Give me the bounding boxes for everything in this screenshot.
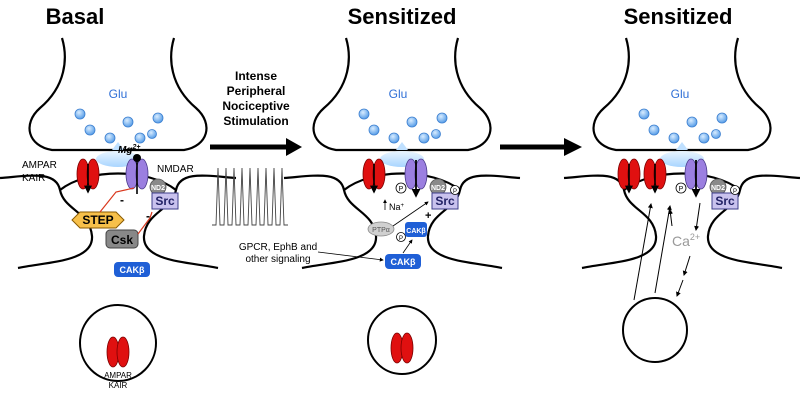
- src-kinase: [151, 192, 179, 210]
- insertion-arrow-2: [654, 205, 672, 294]
- csk-inhibition-line: [137, 211, 153, 235]
- src-phospho-site: [730, 185, 740, 195]
- glu-label: Glu: [671, 87, 690, 101]
- calcium-influx-arrow-1: [694, 202, 701, 231]
- arrow-text-line-4: Stimulation: [223, 114, 288, 128]
- panel-basal: Glu ND2 Src AMPAR KAIR Mg2+ NMDAR STEP C…: [0, 36, 238, 390]
- kair-label: KAIR: [22, 173, 45, 184]
- arrow-text-line-1: Intense: [235, 69, 277, 83]
- step-phosphatase: [71, 211, 125, 229]
- src-phospho-label: P: [733, 189, 737, 195]
- plus-sign: +: [425, 210, 431, 222]
- arrow-text-line-2: Peripheral: [227, 84, 286, 98]
- phospho-label: P: [679, 186, 684, 193]
- panel-sensitized-1: Glu P ND2 Src P Na+ PTPα P CAKβ + CAKβ G…: [239, 36, 522, 375]
- cakb-phospho-site: [396, 232, 406, 242]
- src-kinase: [711, 192, 739, 210]
- phospho-site: [395, 182, 407, 194]
- action-potential-train: [212, 167, 288, 226]
- src-label: Src: [715, 194, 735, 208]
- panel-title-sensitized-2: Sensitized: [624, 4, 733, 29]
- nd2-label: ND2: [431, 185, 445, 192]
- panel-title-basal: Basal: [46, 4, 105, 29]
- phospho-label: P: [399, 186, 404, 193]
- nd2-label: ND2: [711, 185, 725, 192]
- gpcr-label-line-1: GPCR, EphB and: [239, 242, 317, 253]
- presynaptic-terminal: [592, 36, 772, 169]
- mg-label: Mg2+: [118, 144, 140, 156]
- nmdar-label: NMDAR: [157, 164, 194, 175]
- cakb-active: [405, 222, 427, 237]
- calcium-influx-arrow-3: [676, 279, 684, 297]
- stimulation-arrow: Intense Peripheral Nociceptive Stimulati…: [210, 69, 302, 226]
- calcium-label: Ca2+: [672, 232, 700, 249]
- ampar-label: AMPAR: [22, 160, 57, 171]
- mg-block: [133, 154, 141, 162]
- na-label: Na+: [389, 202, 405, 212]
- arrow-text-line-3: Nociceptive: [222, 99, 290, 113]
- panel-sensitized-2: Glu P ND2 Src P Ca2+: [562, 36, 800, 363]
- gpcr-label-line-2: other signaling: [245, 254, 310, 265]
- arrow-head-2: [564, 138, 582, 156]
- cakb-label: CAKβ: [120, 265, 145, 275]
- glu-label: Glu: [389, 87, 408, 101]
- step-label: STEP: [82, 213, 113, 227]
- src-label: Src: [435, 194, 455, 208]
- glu-label: Glu: [109, 87, 128, 101]
- progression-arrow: [500, 138, 582, 156]
- vesicle-kair-label: KAIR: [109, 381, 128, 390]
- activation-arrow: [392, 201, 429, 227]
- arrow-head-1: [286, 138, 302, 156]
- minus-sign-2: -: [146, 209, 150, 223]
- csk-kinase: [105, 229, 139, 249]
- empty-endosome-vesicle: [622, 297, 688, 363]
- ptpa-label: PTPα: [372, 227, 390, 234]
- insertion-arrow-3: [668, 209, 673, 227]
- csk-label: Csk: [111, 233, 133, 247]
- src-phospho-label: P: [453, 189, 457, 195]
- src-label: Src: [155, 194, 175, 208]
- step-inhibition-line: [99, 187, 135, 213]
- src-phospho-site: [450, 185, 460, 195]
- minus-sign-1: -: [120, 193, 124, 207]
- phospho-site: [675, 182, 687, 194]
- vesicle-ampar-label: AMPAR: [104, 371, 132, 380]
- presynaptic-terminal: [312, 36, 492, 169]
- cakb-phospho-label: P: [399, 236, 403, 242]
- cakb-kinase: [114, 262, 150, 277]
- ptpa-phosphatase: [367, 221, 395, 237]
- cakb-active-label: CAKβ: [406, 228, 426, 235]
- nd2-label: ND2: [151, 185, 165, 192]
- cakb-kinase: [385, 254, 421, 269]
- panel-title-sensitized-1: Sensitized: [348, 4, 457, 29]
- insertion-arrow-1: [633, 203, 653, 301]
- src-kinase: [431, 192, 459, 210]
- cakb-recruit-arrow: [402, 239, 413, 254]
- gpcr-arrow: [317, 251, 384, 262]
- cakb-label: CAKβ: [391, 257, 416, 267]
- calcium-influx-arrow-2: [682, 255, 691, 276]
